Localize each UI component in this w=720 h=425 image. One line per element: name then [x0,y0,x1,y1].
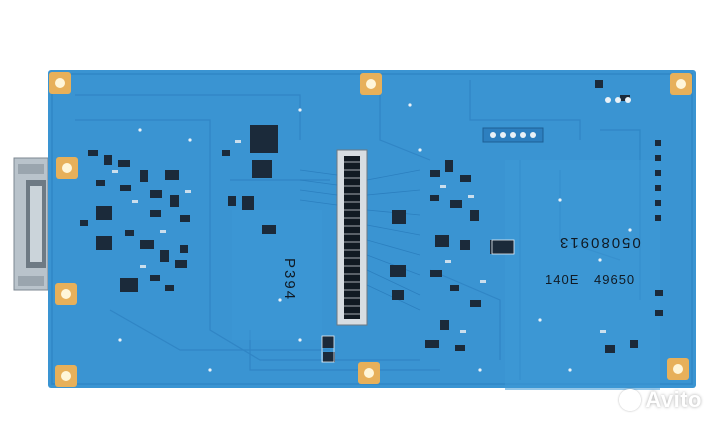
header-pins [482,97,631,143]
fanout-traces [299,169,421,311]
code-label-right: 49650 [594,272,636,287]
mounting-pads [49,72,692,387]
model-label: P394 [281,258,298,302]
passive-components [112,140,606,333]
avito-watermark-text: Avito [645,387,702,412]
avito-watermark: Avito [619,387,702,413]
vias [118,103,632,372]
side-connector [13,157,49,291]
serial-label: 05080913 [558,234,641,251]
code-label-left: 140E [545,272,580,287]
test-points [321,239,515,363]
avito-logo-icon [619,389,642,411]
board-connector [336,149,368,326]
